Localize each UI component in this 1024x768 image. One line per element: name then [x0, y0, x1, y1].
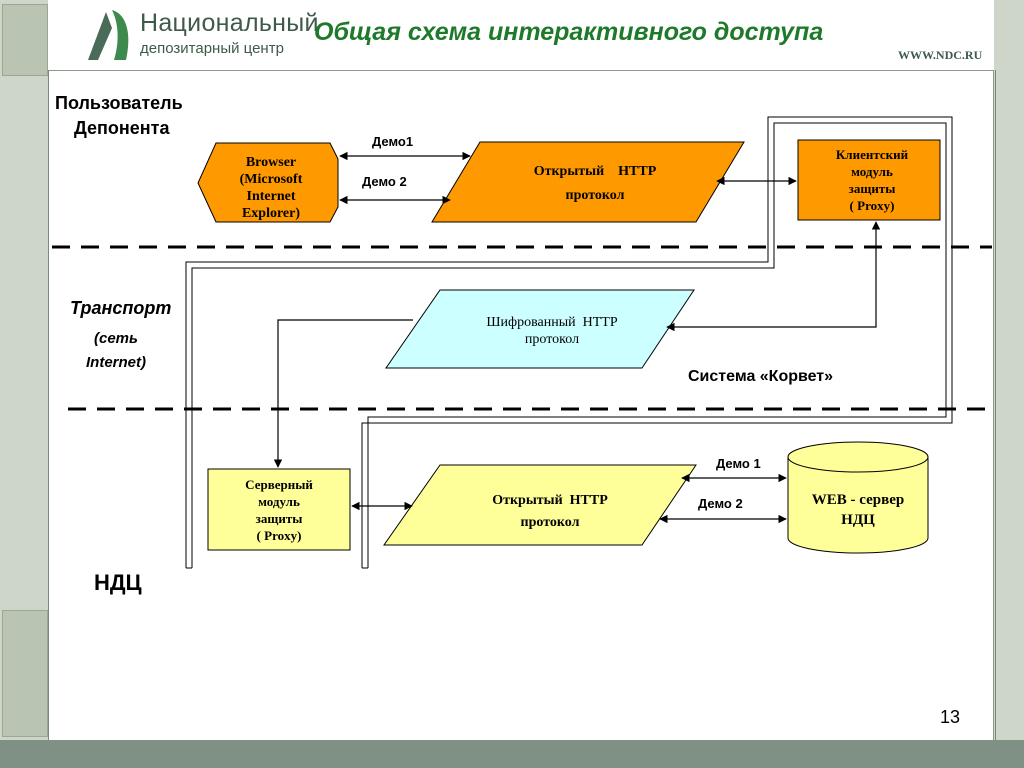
node-line: протокол — [565, 188, 625, 203]
node-line: защиты — [848, 181, 896, 196]
demo2-top-label: Демо 2 — [362, 174, 407, 189]
browser-line: Browser — [245, 155, 297, 170]
browser-line: (Microsoft — [239, 172, 303, 187]
browser-node — [197, 142, 339, 223]
encrypted-to-server-proxy-arrow — [273, 319, 413, 468]
right-decor-strip — [993, 0, 1024, 768]
node-line: Открытый HTTP — [492, 493, 608, 508]
node-line: Шифрованный HTTP — [486, 315, 618, 330]
building-image — [2, 4, 48, 76]
node-line: ( Proxy) — [256, 528, 302, 543]
demo1-bottom-label: Демо 1 — [716, 456, 761, 471]
web-server-node — [787, 441, 929, 554]
node-line: защиты — [255, 511, 303, 526]
node-line: WEB - сервер — [811, 492, 905, 508]
ndc-label: НДЦ — [94, 570, 142, 595]
depositor-label-line2: Депонента — [74, 118, 170, 138]
ndc-logo-icon — [88, 10, 129, 60]
node-line: протокол — [520, 515, 580, 530]
slide-header — [48, 0, 994, 71]
node-line: Клиентский — [835, 147, 909, 162]
node-line: Открытый HTTP — [533, 164, 657, 179]
proxy-to-encrypted-arrow — [666, 221, 881, 332]
node-line: ( Proxy) — [849, 198, 895, 213]
slide-frame — [48, 70, 996, 740]
browser-line: Internet — [246, 189, 296, 204]
web-server-text: WEB - сервер НДЦ — [798, 490, 918, 530]
transport-sub2: Internet) — [86, 354, 146, 371]
browser-text: Browser (Microsoft Internet Explorer) — [226, 154, 316, 222]
demo2-bottom-label: Демо 2 — [698, 496, 743, 511]
server-proxy-text: Серверный модуль защиты ( Proxy) — [214, 476, 344, 544]
node-line: протокол — [524, 332, 580, 347]
node-line: модуль — [851, 164, 893, 179]
encrypted-http-node — [385, 289, 695, 369]
footer-band — [0, 740, 1024, 768]
transport-label: Транспорт — [70, 298, 172, 318]
client-proxy-text: Клиентский модуль защиты ( Proxy) — [810, 146, 934, 214]
depositor-label-line1: Пользователь — [55, 93, 183, 113]
open-http-bottom-text: Открытый HTTP протокол — [460, 490, 640, 534]
page-number: 13 — [940, 707, 961, 727]
transport-sub1: (сеть — [94, 330, 138, 347]
browser-line: Explorer) — [241, 206, 301, 221]
node-line: НДЦ — [841, 512, 875, 528]
client-proxy-node — [797, 139, 941, 221]
node-line: Серверный — [245, 477, 313, 492]
page-title: Общая схема интерактивного доступа — [314, 18, 824, 46]
left-decor-strip — [0, 0, 48, 768]
logo-name: Национальный — [140, 9, 319, 37]
building-image — [2, 610, 48, 737]
open-http-top-text: Открытый HTTP протокол — [500, 160, 690, 208]
open-http-bottom-node — [383, 464, 697, 546]
server-proxy-node — [207, 468, 351, 551]
logo-subname: депозитарный центр — [140, 40, 284, 57]
site-url: WWW.NDC.RU — [898, 48, 983, 62]
korvet-system-outline — [185, 116, 953, 569]
demo1-top-label: Демо1 — [372, 134, 414, 149]
node-line: модуль — [258, 494, 300, 509]
encrypted-http-text: Шифрованный HTTP протокол — [452, 314, 652, 348]
korvet-label: Система «Корвет» — [688, 368, 834, 385]
